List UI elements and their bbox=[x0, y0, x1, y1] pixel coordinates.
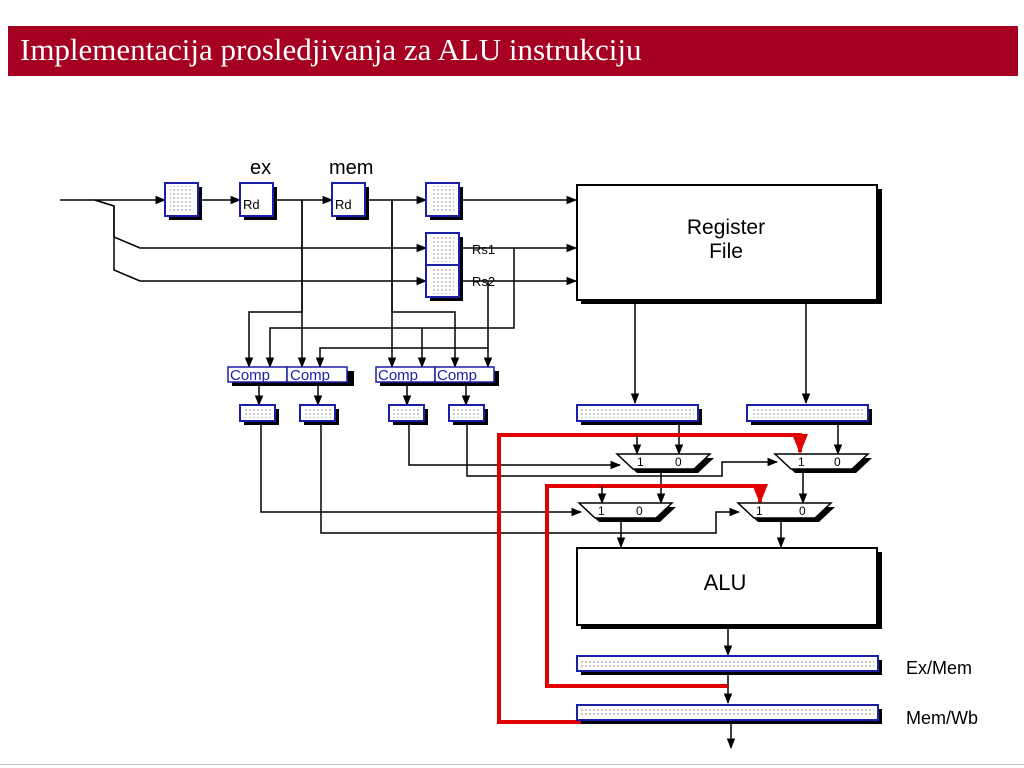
wire-rs2 bbox=[94, 199, 428, 286]
rd-register-ex: Rd bbox=[239, 182, 277, 220]
wire-rdex-comp1 bbox=[244, 200, 303, 369]
svg-text:1: 1 bbox=[756, 504, 763, 518]
wire-rs1-comp1 bbox=[265, 248, 515, 369]
register-file: Register File bbox=[576, 184, 882, 304]
title-bar: Implementacija prosledjivanja za ALU ins… bbox=[8, 26, 1018, 76]
mem-wb-register: Mem/Wb bbox=[576, 704, 978, 728]
svg-text:1: 1 bbox=[637, 455, 644, 469]
rs1-label: Rs1 bbox=[472, 242, 495, 257]
svg-text:0: 0 bbox=[834, 455, 841, 469]
stage-label-ex: ex bbox=[250, 157, 271, 179]
comp-4: Comp bbox=[437, 367, 477, 384]
forward-path-ex-mem bbox=[545, 484, 768, 688]
mux-b-stage2: 1 0 bbox=[736, 502, 835, 522]
alu: ALU bbox=[576, 547, 882, 629]
control-registers bbox=[239, 404, 488, 425]
comp-1: Comp bbox=[230, 367, 270, 384]
rd-label-mem: Rd bbox=[335, 197, 352, 212]
rd-register-mem: Rd bbox=[331, 182, 369, 220]
wire-ctrl-mux-a1 bbox=[408, 423, 622, 470]
svg-text:0: 0 bbox=[799, 504, 806, 518]
wire-rdmem-comp4 bbox=[391, 200, 460, 369]
wire-rs2-comp2 bbox=[315, 281, 489, 369]
ex-mem-register: Ex/Mem bbox=[576, 655, 972, 678]
svg-text:0: 0 bbox=[636, 504, 643, 518]
register-file-label-line1: Register bbox=[687, 216, 765, 239]
mem-wb-label: Mem/Wb bbox=[906, 708, 978, 728]
pipeline-register-if bbox=[164, 182, 202, 220]
rd-label-ex: Rd bbox=[243, 197, 260, 212]
mux-b-stage1: 1 0 bbox=[773, 453, 872, 473]
mux-a-stage2: 1 0 bbox=[577, 502, 676, 522]
comp-2: Comp bbox=[290, 367, 330, 384]
page-title: Implementacija prosledjivanja za ALU ins… bbox=[20, 32, 642, 67]
wire-ctrl-mux-b1 bbox=[466, 423, 779, 477]
mux-a-stage1: 1 0 bbox=[615, 453, 714, 473]
wire-ctrl-mux-b2 bbox=[320, 423, 741, 534]
forward-path-mem-wb bbox=[497, 433, 808, 724]
footer-divider bbox=[0, 764, 1024, 765]
svg-text:0: 0 bbox=[675, 455, 682, 469]
rs-registers: Rs1 Rs2 bbox=[425, 232, 495, 301]
forwarding-paths bbox=[497, 433, 808, 724]
rs2-label: Rs2 bbox=[472, 274, 495, 289]
pipeline-register-wb bbox=[425, 182, 463, 220]
alu-label: ALU bbox=[704, 570, 747, 595]
comparators: Comp Comp Comp Comp bbox=[227, 366, 499, 386]
wire-ctrl-mux-a2 bbox=[260, 423, 583, 517]
stage-label-mem: mem bbox=[329, 157, 373, 179]
ex-mem-label: Ex/Mem bbox=[906, 658, 972, 678]
svg-text:1: 1 bbox=[598, 504, 605, 518]
svg-text:1: 1 bbox=[798, 455, 805, 469]
wires bbox=[60, 195, 843, 750]
comp-3: Comp bbox=[378, 367, 418, 384]
register-file-label-line2: File bbox=[709, 240, 743, 263]
operand-registers bbox=[576, 404, 872, 425]
